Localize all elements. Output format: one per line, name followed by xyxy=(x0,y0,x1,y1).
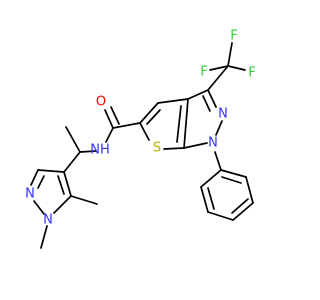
background xyxy=(0,0,300,300)
bond-n1-phenyl xyxy=(214,151,222,171)
bond-c4-c3 xyxy=(37,169,65,173)
bond-cf3-f-top xyxy=(227,42,233,67)
bond-ph-5-6 xyxy=(245,176,254,204)
bond-n1-c7a xyxy=(183,142,208,149)
atom-n-dimethylpyrazole1: N xyxy=(43,213,53,228)
bond-cf3-f-left xyxy=(209,65,229,71)
bond-c5-s xyxy=(139,122,150,141)
molecule-structure-diagram: F F F O NH N N S N N xyxy=(0,0,300,300)
bond-c3-n2 xyxy=(207,89,217,108)
bond-c5-c4-dmp-double xyxy=(57,175,65,195)
bond-n1-c5-dmp xyxy=(53,195,72,214)
atom-f-top: F xyxy=(230,29,237,44)
bond-cf3-f-right xyxy=(227,65,246,71)
atom-o-amide: O xyxy=(96,95,106,110)
bond-c3-n2-dmp xyxy=(30,169,39,186)
bond-c3-n2-dmp-double xyxy=(37,175,45,189)
bond-ph-6-1 xyxy=(220,169,247,178)
bond-ph-2-3-double xyxy=(207,187,215,210)
bond-ph-3-4 xyxy=(207,211,234,221)
bond-c7a-c3a-double xyxy=(176,105,182,143)
bond-ph-6-1-double xyxy=(221,176,242,184)
bond-c4-c5 xyxy=(139,102,159,124)
bonds xyxy=(30,42,254,249)
atom-f-left: F xyxy=(200,65,207,80)
atom-s-thiophene: S xyxy=(153,141,161,156)
bond-n2-n1 xyxy=(215,120,223,136)
bond-s-c7a xyxy=(163,147,185,150)
bond-c4-c5-double xyxy=(146,109,161,125)
bond-c3-c3a xyxy=(187,89,209,100)
bond-ph-4-5-double xyxy=(231,198,249,214)
bond-n2-n1-dmp xyxy=(33,200,45,215)
atom-n-pyrazole2: N xyxy=(218,107,228,122)
bond-ch-pyrazole-c4 xyxy=(63,151,81,173)
atom-n-dimethylpyrazole2: N xyxy=(25,187,35,202)
bond-n1-methyl xyxy=(40,225,48,249)
bond-c3-n2-double xyxy=(202,95,211,112)
atom-f-right: F xyxy=(248,66,255,81)
bond-ph-1-2 xyxy=(200,169,222,188)
bond-carbonyl-o xyxy=(104,109,114,129)
atom-labels: F F F O NH N N S N N xyxy=(25,29,256,228)
bond-ch-methyl xyxy=(65,126,81,153)
bond-c3a-c4 xyxy=(157,98,189,104)
bond-c5-carbonyl xyxy=(112,122,141,129)
bond-n-ch xyxy=(79,150,97,153)
atom-nh-amide: NH xyxy=(90,143,110,158)
bond-carbonyl-n xyxy=(105,127,114,143)
bond-ph-2-3 xyxy=(200,186,209,213)
bond-cf3-c3 xyxy=(207,65,229,91)
bond-ph-4-5 xyxy=(232,202,254,221)
bond-carbonyl-o-double xyxy=(110,106,120,125)
bond-c5-c4-dmp xyxy=(63,171,72,197)
atom-n-pyrazole1: N xyxy=(208,136,218,151)
bond-c5-methyl xyxy=(70,195,98,205)
bond-c7a-c3a xyxy=(183,98,189,149)
